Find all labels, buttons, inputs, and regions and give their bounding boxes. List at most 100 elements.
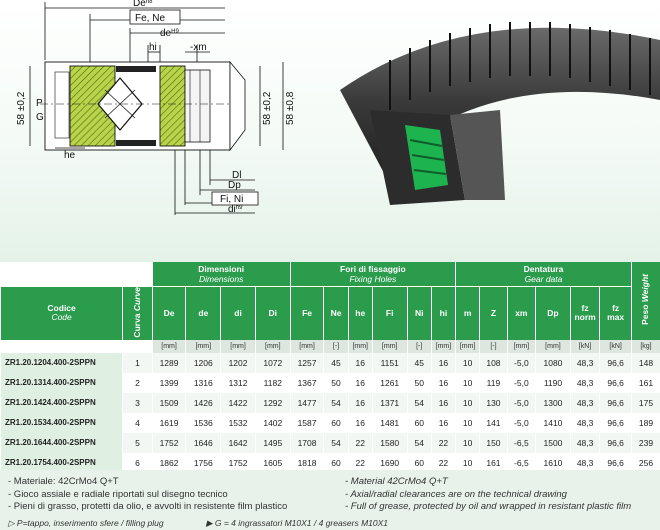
header-m: m	[455, 285, 480, 340]
label-Dp: Dp	[228, 180, 241, 191]
table-cell: 16	[347, 392, 373, 413]
label-Dl: Dl	[232, 170, 241, 181]
table-cell: 1495	[254, 432, 291, 453]
rollers	[409, 139, 447, 175]
table-cell: 50	[323, 372, 349, 393]
table-cell: 1477	[289, 392, 324, 413]
cell-code: ZR1.20.1534.400-2SPPN	[0, 412, 123, 433]
header-Dp: Dp	[535, 285, 571, 340]
table-cell: 48,3	[569, 432, 600, 453]
gear-teeth	[184, 69, 211, 143]
inner-ring-photo	[450, 110, 505, 200]
table-cell: -5,0	[506, 392, 536, 413]
table-cell: 1316	[185, 372, 221, 393]
table-cell: 161	[630, 372, 660, 393]
table-cell: 256	[630, 452, 660, 473]
table-cell: 10	[455, 372, 480, 393]
header-Z: Z	[479, 285, 508, 340]
legend-filling-plug: ▷ P=tappo, inserimento sfere / filling p…	[8, 518, 164, 528]
unit-cell: [mm]	[220, 339, 256, 353]
cell-curve: 1	[122, 352, 153, 373]
table-cell: 1752	[151, 432, 186, 453]
unit-cell: [mm]	[289, 339, 324, 353]
header-Ni: Ni	[406, 285, 432, 340]
table-cell: -5,0	[506, 372, 536, 393]
table-cell: 1206	[185, 352, 221, 373]
table-cell: 16	[430, 372, 456, 393]
label-di: dih9	[228, 204, 243, 215]
table-cell: 1619	[151, 412, 186, 433]
table-cell: -5,0	[506, 412, 536, 433]
table-cell: 1367	[289, 372, 324, 393]
notes-section: - Materiale: 42CrMo4 Q+T - Gioco assiale…	[0, 470, 660, 530]
cell-curve: 3	[122, 392, 153, 413]
unit-cell: [kN]	[569, 339, 600, 353]
table-cell: 96,6	[599, 372, 632, 393]
table-cell: 1289	[151, 352, 186, 373]
table-cell: 1509	[151, 392, 186, 413]
table-cell: 1371	[371, 392, 408, 413]
table-cell: 141	[479, 412, 508, 433]
note-en: - Axial/radial clearances are on the tec…	[345, 488, 567, 500]
notes-italian: - Materiale: 42CrMo4 Q+T - Gioco assiale…	[8, 476, 287, 514]
header-de: de	[185, 285, 221, 340]
gear-teeth-photo	[389, 22, 651, 110]
table-cell: 108	[479, 352, 508, 373]
table-cell: 16	[430, 392, 456, 413]
header-hi: hi	[430, 285, 456, 340]
table-cell: 119	[479, 372, 508, 393]
label-height-total: 58 ±0,8	[285, 91, 296, 125]
table-cell: 150	[479, 432, 508, 453]
unit-cell: [kN]	[599, 339, 632, 353]
table-cell: 16	[430, 352, 456, 373]
table-cell: 10	[455, 452, 480, 473]
table-cell: 1300	[535, 392, 571, 413]
table-cell: 16	[347, 412, 373, 433]
table-cell: 1402	[254, 412, 291, 433]
label-height-left: 58 ±0,2	[16, 91, 27, 125]
table-cell: 45	[323, 352, 349, 373]
table-cell: 48,3	[569, 352, 600, 373]
label-hi: hi	[149, 42, 157, 53]
table-cell: 60	[406, 452, 432, 473]
slewing-ring-photo	[340, 22, 660, 205]
table-cell: 10	[455, 412, 480, 433]
table-cell: 1151	[371, 352, 408, 373]
dimension-lines-vertical	[29, 62, 284, 150]
table-cell: 130	[479, 392, 508, 413]
table-cell: 48,3	[569, 372, 600, 393]
table-cell: 54	[323, 392, 349, 413]
header-curve: Curva Curve	[122, 285, 153, 340]
table-cell: 1257	[289, 352, 324, 373]
header-Fe: Fe	[289, 285, 324, 340]
cell-code: ZR1.20.1754.400-2SPPN	[0, 452, 123, 473]
table-cell: -6,5	[506, 452, 536, 473]
table-cell: 161	[479, 452, 508, 473]
table-cell: 1202	[220, 352, 256, 373]
label-FeNe: Fe, Ne	[135, 13, 165, 24]
unit-cell: [mm]	[151, 339, 186, 353]
label-box-FiNi	[211, 191, 259, 206]
table-cell: 16	[347, 352, 373, 373]
table-cell: 1312	[220, 372, 256, 393]
table-cell: 10	[455, 392, 480, 413]
label-FiNi: Fi, Ni	[220, 194, 243, 205]
table-cell: 1605	[254, 452, 291, 473]
table-cell: 96,6	[599, 412, 632, 433]
table-cell: 48,3	[569, 412, 600, 433]
unit-cell: [-]	[406, 339, 432, 353]
header-Ne: Ne	[323, 285, 349, 340]
figure-area: Deh8 Fe, Ne deH9 hi -xm	[0, 0, 660, 262]
cell-curve: 2	[122, 372, 153, 393]
table-cell: 60	[323, 452, 349, 473]
ring-cross-section	[40, 60, 246, 152]
note-it: - Pieni di grasso, protetti da olio, e a…	[8, 501, 288, 512]
table-cell: 1532	[220, 412, 256, 433]
